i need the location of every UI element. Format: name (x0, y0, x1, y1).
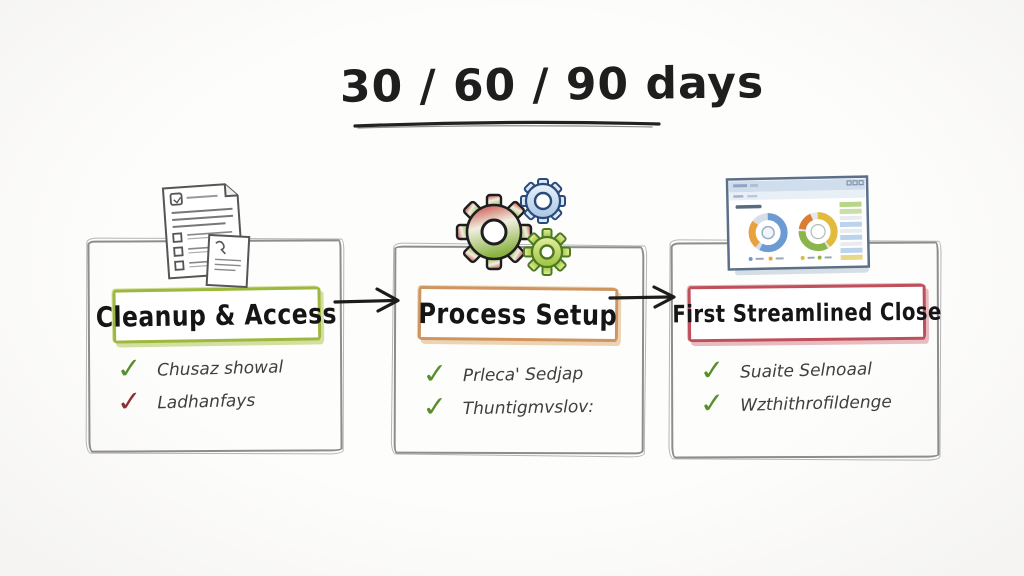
phase-label-first-streamlined-close: First Streamlined Close (672, 283, 942, 343)
checklist-item: ✓ Thuntigmvslov: (420, 390, 594, 424)
checklist-item: ✓ Wzthithrofildenge (697, 387, 892, 421)
checklist-item-text: Wzthithrofildenge (739, 392, 892, 416)
phase-label-process-setup: Process Setup (417, 285, 619, 343)
checkmark-icon: ✓ (420, 390, 450, 424)
checklist-item-text: Prleca' Sedjap (462, 363, 583, 387)
phase-title: First Streamlined Close (672, 297, 942, 329)
arrow-right-icon (608, 285, 676, 309)
checklist-item: ✓ Prleca' Sedjap (420, 357, 594, 391)
checklist-item: ✓ Ladhanfays (114, 385, 283, 419)
checklist: ✓ Prleca' Sedjap ✓ Thuntigmvslov: (420, 357, 594, 424)
checkmark-icon: ✓ (697, 354, 727, 388)
checkmark-icon: ✓ (420, 357, 450, 391)
gears-icon (455, 178, 571, 276)
diagram-title: 30 / 60 / 90 days (339, 57, 765, 113)
checklist-item-text: Ladhanfays (156, 390, 256, 414)
checklist: ✓ Chusaz showal ✓ Ladhanfays (114, 352, 284, 419)
phase-label-cleanup-access: Cleanup & Access (96, 286, 338, 344)
checklist-item: ✓ Chusaz showal (114, 352, 284, 386)
dashboard-icon (725, 175, 871, 276)
documents-icon (161, 183, 251, 289)
checkmark-icon: ✓ (114, 385, 145, 419)
checkmark-icon: ✓ (697, 387, 728, 421)
checklist-item-text: Chusaz showal (156, 357, 284, 381)
checklist-item: ✓ Suaite Selnoaal (697, 354, 891, 388)
arrow-right-icon (333, 287, 400, 313)
checkmark-icon: ✓ (114, 352, 145, 386)
title-underline (353, 120, 661, 129)
gear-green (523, 228, 571, 276)
checklist-item-text: Thuntigmvslov: (462, 396, 594, 420)
gear-blue (520, 178, 566, 224)
gear-large (455, 193, 533, 271)
checklist: ✓ Suaite Selnoaal ✓ Wzthithrofildenge (697, 354, 892, 421)
checklist-item-text: Suaite Selnoaal (739, 359, 872, 383)
phase-title: Cleanup & Access (96, 296, 338, 334)
phase-title: Process Setup (418, 296, 618, 332)
